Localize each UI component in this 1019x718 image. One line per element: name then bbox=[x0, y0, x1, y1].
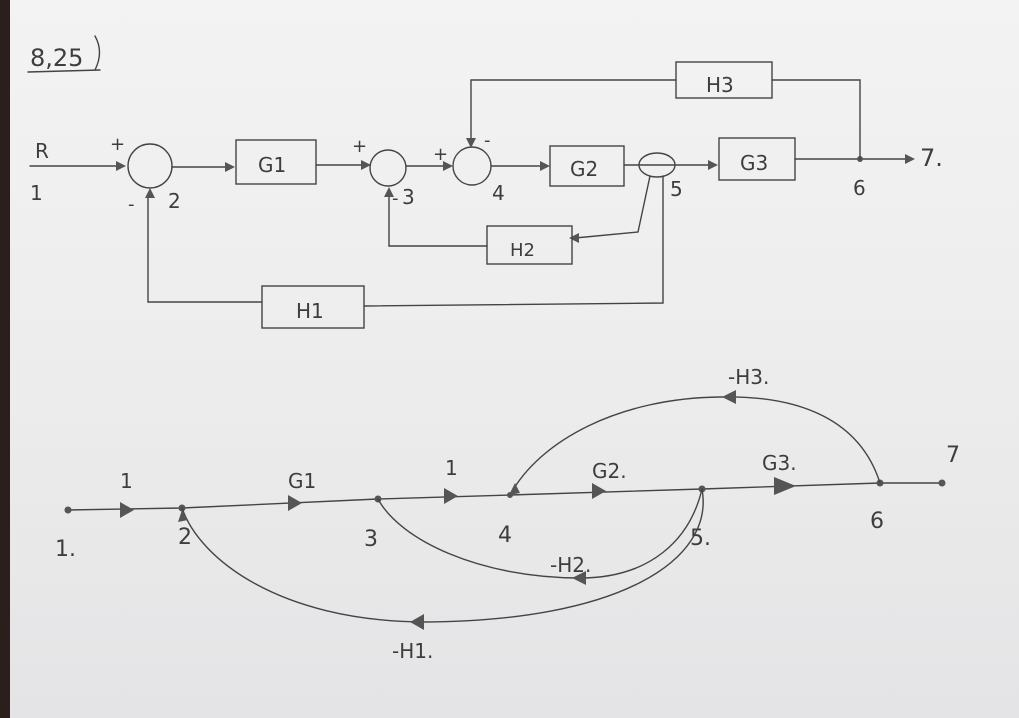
block-diagram: R 1 + - 2 G1 + - 3 + - 4 G2 bbox=[29, 61, 943, 329]
g1-block bbox=[235, 139, 317, 185]
sfg-node-6-label: 6 bbox=[870, 509, 884, 534]
sfg-node-2-label: 2 bbox=[178, 525, 192, 550]
problem-number: 8,25 bbox=[30, 44, 83, 72]
sfg-node-7-label: 7 bbox=[946, 443, 960, 468]
sum1-plus-sign: + bbox=[110, 134, 125, 155]
summing-junction-3 bbox=[452, 146, 492, 186]
sfg-node-7 bbox=[938, 479, 946, 487]
arrow-icon bbox=[145, 188, 155, 198]
sfg-node-4-label: 4 bbox=[498, 523, 512, 548]
arrow-icon bbox=[592, 483, 606, 499]
h2-label: H2 bbox=[510, 240, 535, 261]
fb-h3-branch bbox=[509, 396, 881, 496]
arrow-icon bbox=[120, 502, 134, 518]
arrow-icon bbox=[225, 162, 235, 172]
signal-flow-graph: 1. 2 3 4 5. 6 7 1 G1 1 G2. G3. -H3. -H2.… bbox=[55, 365, 960, 663]
arrow-icon bbox=[384, 187, 394, 197]
bd-node-3-label: 3 bbox=[402, 185, 415, 209]
arrow-icon bbox=[443, 161, 453, 171]
h1-label: H1 bbox=[296, 299, 324, 323]
h2-path-left bbox=[388, 191, 488, 247]
sum2-minus-sign: - bbox=[392, 188, 399, 209]
h3-label: H3 bbox=[706, 73, 734, 97]
arrow-icon bbox=[361, 160, 371, 170]
h3-path-left bbox=[470, 79, 677, 145]
bd-node-5-label: 5 bbox=[670, 177, 683, 201]
h1-path-left bbox=[147, 193, 263, 303]
gain-g1: G1 bbox=[288, 469, 316, 493]
arrow-icon bbox=[722, 390, 736, 404]
arrow-icon bbox=[178, 510, 188, 522]
fb-h2-branch bbox=[377, 488, 703, 579]
g1-label: G1 bbox=[258, 153, 286, 177]
sum3-plus-sign: + bbox=[433, 144, 448, 165]
arrow-icon bbox=[444, 488, 458, 504]
g2-block bbox=[549, 145, 625, 187]
input-symbol: R bbox=[35, 139, 49, 163]
paper-sheet bbox=[10, 0, 1019, 718]
h1-block bbox=[261, 285, 365, 329]
input-arrow-icon bbox=[116, 161, 126, 171]
arrow-icon bbox=[774, 477, 796, 495]
gain-g2: G2. bbox=[592, 459, 627, 483]
gain-3-4: 1 bbox=[445, 456, 458, 480]
pickoff-node-5 bbox=[638, 152, 676, 178]
bd-node-2-label: 2 bbox=[168, 189, 181, 213]
arrow-icon bbox=[410, 614, 424, 630]
arrow-icon bbox=[569, 233, 579, 243]
arrow-icon bbox=[509, 483, 520, 495]
sum3-minus-sign: - bbox=[484, 130, 491, 151]
sum2-plus-sign: + bbox=[352, 136, 367, 157]
summing-junction-1 bbox=[127, 143, 173, 189]
gain-1-2: 1 bbox=[120, 469, 133, 493]
h1-path-right bbox=[363, 175, 664, 307]
problem-label: 8,25 bbox=[27, 35, 101, 73]
h2-path-right bbox=[574, 175, 651, 239]
sfg-node-3-label: 3 bbox=[364, 527, 378, 552]
arrow-icon bbox=[288, 495, 302, 511]
summing-junction-2 bbox=[369, 149, 407, 187]
bd-node-6-label: 6 bbox=[853, 176, 866, 200]
arrow-icon bbox=[466, 138, 476, 148]
bd-node-1-label: 1 bbox=[30, 181, 43, 205]
fb-h1-branch bbox=[181, 488, 704, 623]
arrow-icon bbox=[572, 571, 586, 585]
h2-block bbox=[486, 225, 573, 265]
h3-path-right bbox=[771, 79, 861, 160]
arrow-icon bbox=[708, 160, 718, 170]
gain-g3: G3. bbox=[762, 451, 797, 475]
g3-label: G3 bbox=[740, 151, 768, 175]
gain-neg-h2: -H2. bbox=[550, 553, 591, 577]
sfg-node-1-label: 1. bbox=[55, 537, 76, 562]
arrow-icon bbox=[540, 161, 550, 171]
gain-neg-h3: -H3. bbox=[728, 365, 769, 389]
gain-neg-h1: -H1. bbox=[392, 639, 433, 663]
forward-path bbox=[67, 482, 943, 511]
output-label: 7. bbox=[920, 144, 943, 172]
bd-node-4-label: 4 bbox=[492, 181, 505, 205]
output-arrow-icon bbox=[905, 154, 915, 164]
g2-label: G2 bbox=[570, 157, 598, 181]
sum1-minus-sign: - bbox=[128, 194, 135, 215]
sfg-node-1 bbox=[64, 506, 72, 514]
